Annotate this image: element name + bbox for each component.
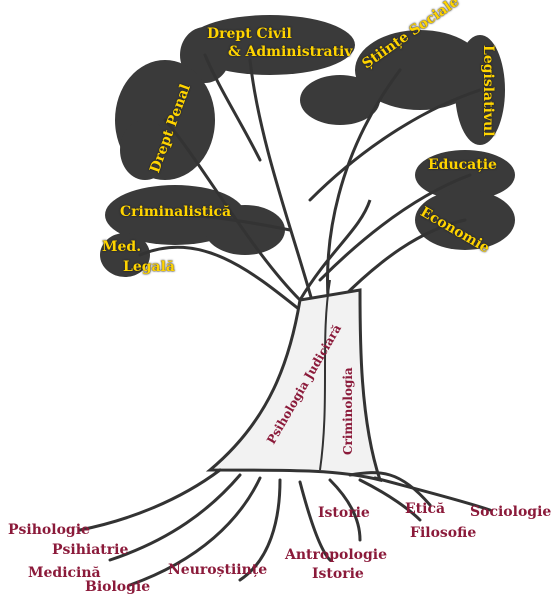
label-legala: Legală <box>123 260 175 274</box>
label-criminologia: Criminologia <box>342 367 354 455</box>
label-sociologie: Sociologie <box>470 505 551 519</box>
label-criminalistica: Criminalistică <box>120 205 231 219</box>
label-educatie: Educație <box>428 158 497 172</box>
label-psihologie: Psihologie <box>8 523 90 537</box>
label-legislativul: Legislativul <box>481 45 495 137</box>
label-antropologie: Antropologie <box>285 548 387 562</box>
label-psihiatrie: Psihiatrie <box>52 543 128 557</box>
label-drept-civil: Drept Civil <box>207 27 292 41</box>
label-administrativ: & Administrativ <box>228 45 353 59</box>
label-neurostiinte: Neuroștiințe <box>168 563 267 577</box>
label-istorie-lower: Istorie <box>312 567 364 581</box>
label-etica: Etică <box>405 502 445 516</box>
label-istorie-upper: Istorie <box>318 506 370 520</box>
label-biologie: Biologie <box>85 580 150 594</box>
label-medicina: Medicină <box>28 566 101 580</box>
label-med: Med. <box>102 240 141 254</box>
label-filosofie: Filosofie <box>410 526 476 540</box>
